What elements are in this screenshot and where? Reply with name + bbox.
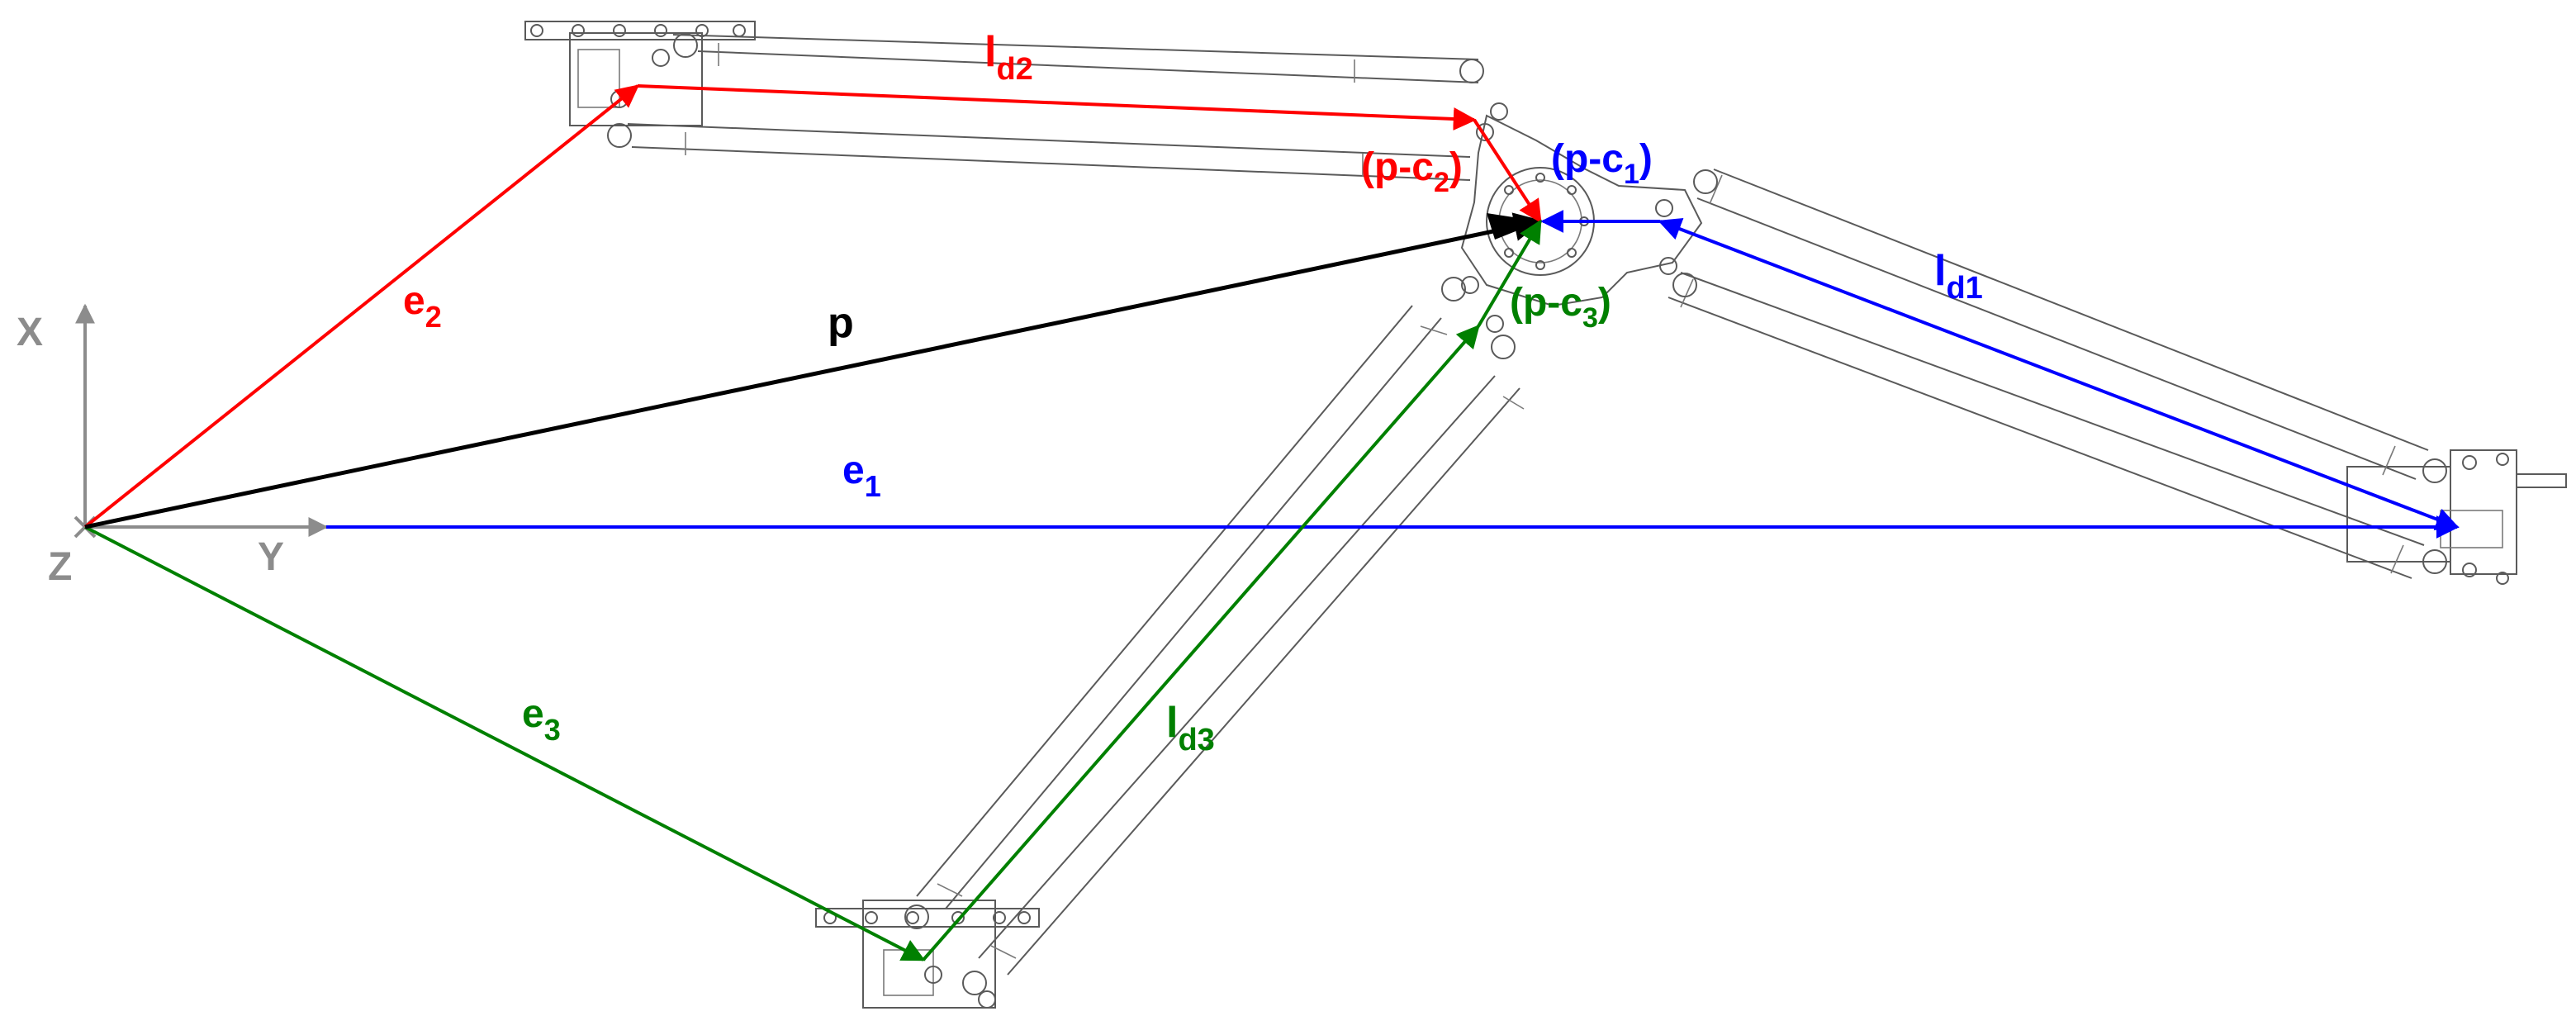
label-e1: e1 [842, 449, 881, 503]
vector-ld3 [922, 324, 1480, 961]
vector-e3 [84, 525, 926, 961]
vectors [83, 84, 2460, 961]
base-plate-2 [524, 21, 756, 126]
mechanism-drawing [524, 21, 2567, 1009]
label-e3: e3 [522, 692, 561, 747]
label-p-c3: (p-c3) [1510, 281, 1611, 334]
arm-2-rods [607, 33, 1484, 181]
label-ld3: ld3 [1166, 699, 1215, 757]
vector-ld2 [637, 84, 1477, 131]
z-axis-label: Z [48, 545, 72, 589]
vector-e2 [83, 84, 640, 529]
vector-ld1 [1658, 217, 2460, 531]
vector-p [84, 212, 1544, 529]
base-plate-3 [815, 900, 1040, 1009]
vector-p-c3 [1477, 219, 1542, 328]
label-p: p [828, 299, 854, 347]
moving-platform [1460, 102, 1703, 333]
arm-3-rods [904, 277, 1525, 995]
x-axis-label: X [17, 311, 43, 354]
label-p-c1: (p-c1) [1551, 137, 1653, 190]
label-ld2: ld2 [984, 28, 1033, 87]
base-plate-1 [2346, 449, 2567, 585]
label-ld1: ld1 [1934, 247, 1983, 306]
vector-p-c2 [1473, 118, 1542, 224]
coordinate-axes: X Y Z [17, 303, 329, 589]
vector-labels: e1 e2 e3 p ld2 ld1 ld3 (p-c2) (p-c1) (p-… [403, 28, 1983, 757]
y-axis-label: Y [258, 535, 284, 579]
label-p-c2: (p-c2) [1361, 145, 1463, 198]
label-e2: e2 [403, 279, 442, 334]
